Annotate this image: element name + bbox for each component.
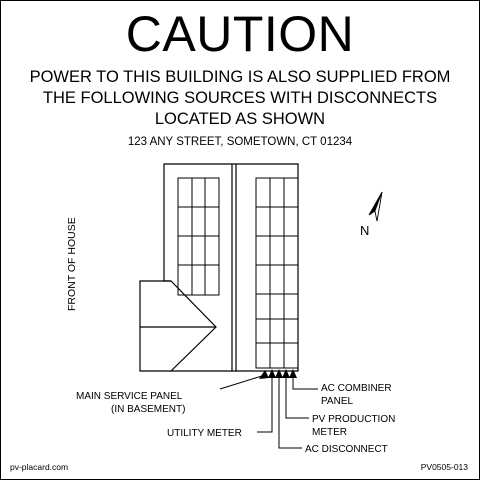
bay-wing — [139, 280, 171, 372]
callout-arrowheads — [259, 369, 297, 379]
callout-lines — [219, 374, 318, 449]
ac-disconnect-label: AC DISCONNECT — [305, 444, 388, 455]
north-arrow-icon — [368, 191, 383, 222]
warning-text: POWER TO THIS BUILDING IS ALSO SUPPLIED … — [1, 67, 479, 130]
utility-meter-label: UTILITY METER — [167, 428, 242, 439]
main-service-panel-sublabel: (IN BASEMENT) — [111, 404, 185, 415]
ac-disconnect-leader — [278, 377, 302, 449]
arrow-up-icon — [259, 370, 269, 379]
pv-production-meter-sublabel: METER — [312, 427, 347, 438]
array-right-frame — [255, 177, 299, 369]
caution-title: CAUTION — [125, 6, 355, 62]
pv-production-meter-label: PV PRODUCTION — [312, 414, 395, 425]
arrow-up-icon — [282, 369, 290, 378]
placard-code: PV0505-013 — [420, 462, 468, 472]
website-label: pv-placard.com — [10, 462, 69, 472]
solar-array-left — [177, 177, 220, 296]
roof-outline — [163, 163, 299, 372]
utility-meter-leader — [257, 377, 273, 433]
site-address: 123 ANY STREET, SOMETOWN, CT 01234 — [127, 136, 353, 148]
compass-north-label: N — [360, 223, 369, 238]
warning-line-3: LOCATED AS SHOWN — [154, 110, 326, 128]
warning-line-2: THE FOLLOWING SOURCES WITH DISCONNECTS — [42, 89, 438, 107]
warning-line-1: POWER TO THIS BUILDING IS ALSO SUPPLIED … — [29, 68, 451, 86]
solar-array-right — [255, 177, 299, 369]
arrow-up-icon — [275, 369, 283, 378]
main-service-panel-label: MAIN SERVICE PANEL — [76, 391, 183, 402]
front-of-house-label: FRONT OF HOUSE — [66, 217, 78, 311]
combiner-leader — [292, 377, 318, 390]
ac-combiner-panel-label: AC COMBINER — [321, 383, 392, 394]
pv-meter-leader — [285, 377, 309, 419]
arrow-up-icon — [289, 369, 297, 378]
arrow-up-icon — [268, 369, 276, 378]
main-panel-leader — [219, 374, 266, 390]
ac-combiner-panel-sublabel: PANEL — [321, 396, 353, 407]
